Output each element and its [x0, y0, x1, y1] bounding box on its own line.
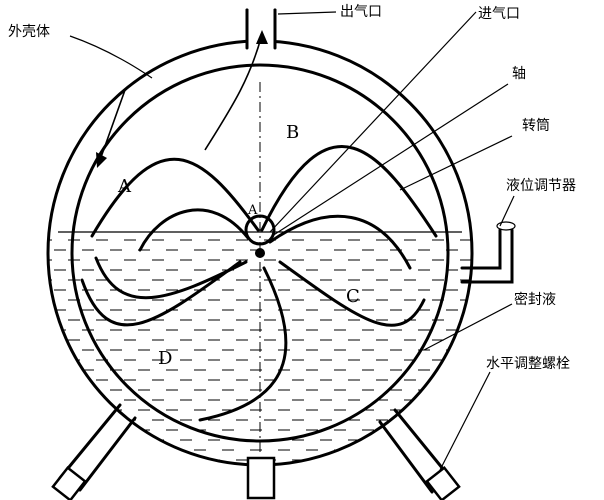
flow-arrow-up — [204, 33, 263, 151]
shaft-pivot — [255, 248, 265, 258]
zone-c: C — [346, 286, 360, 307]
rotating-drum — [70, 63, 450, 443]
label-drum: 转筒 — [522, 117, 550, 134]
leader-lines — [69, 11, 515, 471]
zone-a: A — [117, 176, 132, 197]
zone-b: B — [286, 122, 299, 143]
support-legs — [51, 403, 461, 500]
label-shaft: 轴 — [512, 66, 526, 82]
drum-vanes — [80, 145, 438, 422]
level-regulator-pipe — [460, 228, 514, 284]
seal-liquid-hatching — [48, 239, 472, 461]
zone-center-a: A — [247, 203, 258, 218]
label-level-regulator: 液位调节器 — [506, 178, 576, 194]
label-outer-shell: 外壳体 — [8, 23, 50, 40]
label-gas-inlet: 进气口 — [478, 6, 520, 22]
flow-arrow-rotation — [99, 89, 126, 161]
label-gas-outlet: 出气口 — [340, 4, 382, 20]
label-seal-liquid: 密封液 — [514, 291, 556, 308]
label-leveling-bolt: 水平调整螺栓 — [486, 356, 570, 372]
zone-d: D — [158, 348, 172, 369]
